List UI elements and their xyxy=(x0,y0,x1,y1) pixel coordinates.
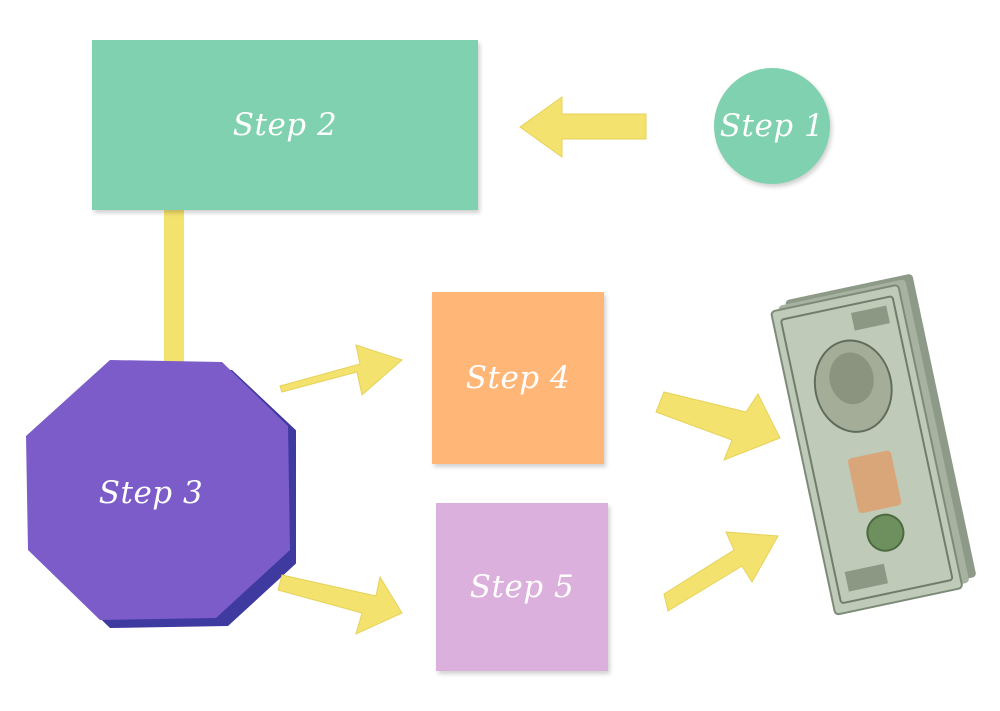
arrow-step3-to-step4 xyxy=(279,344,403,396)
arrow-step5-to-money xyxy=(663,531,779,612)
connector-step2-step3 xyxy=(164,208,184,364)
step-5-label: Step 5 xyxy=(469,569,575,605)
step-3-octagon: Step 3 xyxy=(26,358,296,628)
step-1-circle: Step 1 xyxy=(714,68,830,184)
step-4-box: Step 4 xyxy=(432,292,604,464)
step-2-box: Step 2 xyxy=(92,40,478,210)
step-4-label: Step 4 xyxy=(465,360,571,396)
arrow-step1-to-step2 xyxy=(519,96,647,158)
octagon-shape xyxy=(26,360,296,628)
step-2-label: Step 2 xyxy=(232,107,338,143)
step-1-label: Step 1 xyxy=(719,108,825,144)
arrow-step4-to-money xyxy=(655,391,781,461)
dollar-bills-icon xyxy=(770,274,976,616)
step-5-box: Step 5 xyxy=(436,503,608,671)
step-3-label: Step 3 xyxy=(98,475,204,511)
arrow-step3-to-step5 xyxy=(277,574,403,635)
